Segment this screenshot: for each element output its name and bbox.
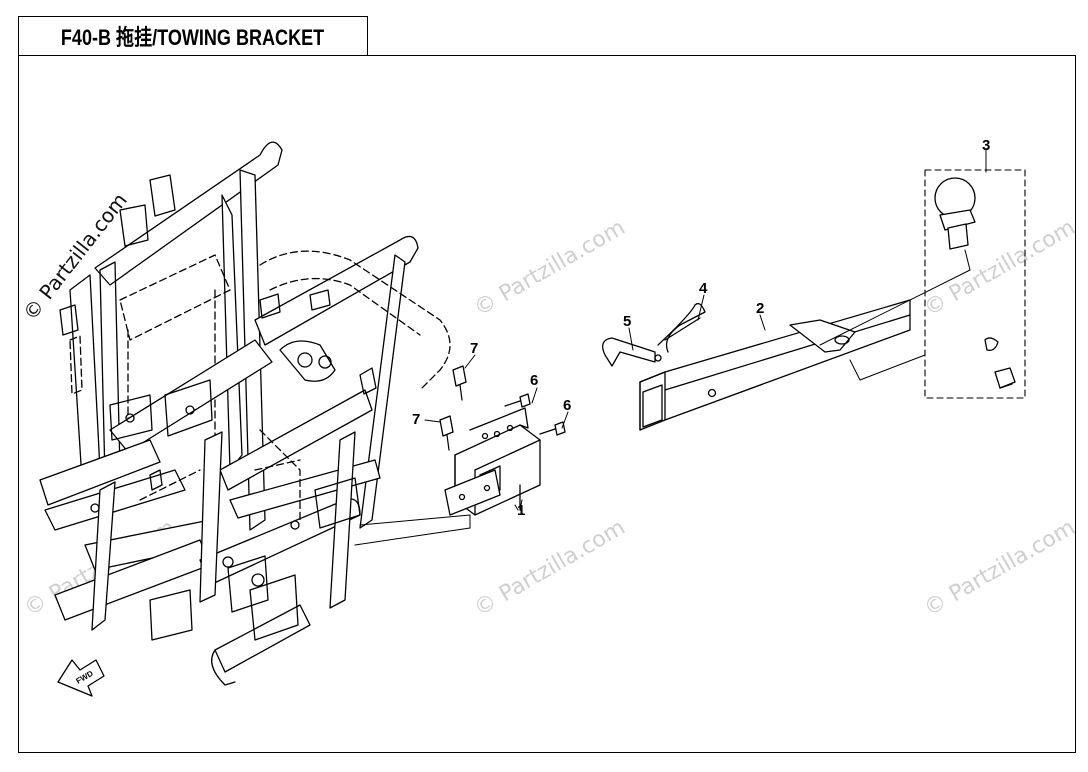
- fwd-arrow-icon: FWD: [57, 659, 105, 697]
- part-5-hitch-pin: [602, 337, 662, 367]
- vehicle-frame: [39, 141, 451, 686]
- part-4-hitch-pin-clip: [657, 302, 706, 353]
- callout-1: 1: [517, 502, 525, 519]
- callout-3: 3: [982, 137, 990, 154]
- callout-4: 4: [699, 280, 708, 297]
- leader-line: [849, 354, 926, 381]
- callout-7: 7: [470, 340, 478, 357]
- part-7-bolt: [439, 365, 467, 451]
- part-1-towing-bracket: [444, 407, 541, 516]
- part-3-hitch-ball: [924, 169, 1026, 399]
- leader-line: [359, 514, 471, 529]
- drawing-frame: [18, 55, 1076, 753]
- callout-6: 6: [563, 397, 571, 414]
- page-title: F40-B 拖挂/TOWING BRACKET: [61, 25, 325, 50]
- leader-line: [964, 249, 971, 271]
- callout-5: 5: [623, 313, 631, 330]
- leader-line: [819, 269, 971, 346]
- leader-line: [514, 504, 519, 511]
- leader-line: [354, 527, 471, 546]
- callout-6: 6: [530, 372, 538, 389]
- callout-2: 2: [756, 300, 764, 317]
- part-2-hitch-receiver: [639, 299, 911, 431]
- part-6-bolt: [504, 393, 566, 436]
- title-box: F40-B 拖挂/TOWING BRACKET: [18, 16, 368, 56]
- callout-7: 7: [412, 411, 420, 428]
- callouts: [424, 149, 987, 511]
